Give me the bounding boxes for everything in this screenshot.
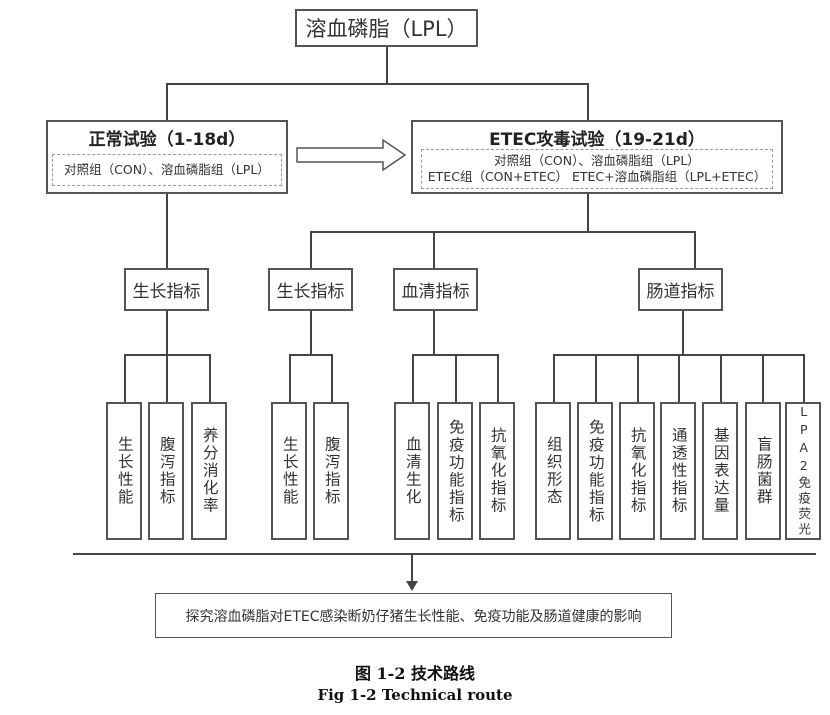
leaf-label: 腹泻指标 [157,436,176,506]
leaf-label: 抗氧化指标 [488,427,507,515]
stage-normal-trial: 正常试验（1-18d） 对照组（CON）、溶血磷脂组（LPL） [46,120,288,194]
leaf-node: 基因表达量 [702,402,738,540]
leaf-node: 腹泻指标 [148,402,184,540]
group-text: ETEC组（CON+ETEC） ETEC+溶血磷脂组（LPL+ETEC） [427,169,767,184]
connector [124,354,126,403]
leaf-node: 组织形态 [535,402,571,540]
connector [433,231,435,268]
connector [433,311,435,355]
connector [412,354,414,403]
category-serum: 血清指标 [393,268,478,311]
connector [682,311,684,355]
category-growth-challenge: 生长指标 [268,268,353,311]
stage-groups: 对照组（CON）、溶血磷脂组（LPL） ETEC组（CON+ETEC） ETEC… [421,149,773,189]
stage-title: 正常试验（1-18d） [88,130,246,150]
leaf-label: 抗氧化指标 [628,427,647,515]
category-label: 生长指标 [132,282,201,302]
connector [553,354,555,403]
leaf-node: 生长性能 [271,402,307,540]
leaf-node: 免疫功能指标 [577,402,613,540]
leaf-label: 血清生化 [403,436,422,506]
connector [587,194,589,232]
group-text: 对照组（CON）、溶血磷脂组（LPL） [64,162,270,177]
category-label: 肠道指标 [646,282,715,302]
goal-box: 探究溶血磷脂对ETEC感染断奶仔猪生长性能、免疫功能及肠道健康的影响 [155,593,672,638]
connector [694,231,696,268]
leaf-node: 血清生化 [394,402,430,540]
leaf-label: 组织形态 [544,436,563,506]
connector [595,354,597,403]
leaf-label: 免疫功能指标 [586,418,605,524]
leaf-node: 盲肠菌群 [745,402,781,540]
connector [803,354,805,403]
connector [386,47,388,84]
leaf-node: LPA2免疫荧光 [785,402,821,540]
leaf-label: 盲肠菌群 [754,436,773,506]
connector [310,231,312,268]
leaf-label: 通透性指标 [669,427,688,515]
leaf-node: 抗氧化指标 [479,402,515,540]
connector [497,354,499,403]
arrow-down-icon [406,581,418,591]
leaf-node: 养分消化率 [191,402,227,540]
connector [166,83,168,120]
category-label: 血清指标 [401,282,470,302]
connector [289,354,332,356]
connector [166,311,168,355]
leaf-node: 抗氧化指标 [619,402,655,540]
group-text: 对照组（CON）、溶血磷脂组（LPL） [494,153,700,168]
caption-en: Fig 1-2 Technical route [317,686,513,704]
connector [166,83,588,85]
connector [310,231,695,233]
stage-etec-challenge: ETEC攻毒试验（19-21d） 对照组（CON）、溶血磷脂组（LPL） ETE… [411,120,783,194]
leaf-label: 基因表达量 [711,427,730,515]
leaf-node: 腹泻指标 [313,402,349,540]
root-node: 溶血磷脂（LPL） [295,9,478,47]
leaf-label: 养分消化率 [200,427,219,515]
stage-groups: 对照组（CON）、溶血磷脂组（LPL） [52,154,282,186]
connector [637,354,639,403]
leaf-label: 免疫功能指标 [446,418,465,524]
connector [289,354,291,403]
stage-title: ETEC攻毒试验（19-21d） [489,130,705,150]
connector [310,311,312,355]
category-label: 生长指标 [276,282,345,302]
leaf-label: 生长性能 [280,436,299,506]
connector [762,354,764,403]
divider-line [73,553,816,555]
category-intestine: 肠道指标 [638,268,723,311]
connector [209,354,211,403]
goal-label: 探究溶血磷脂对ETEC感染断奶仔猪生长性能、免疫功能及肠道健康的影响 [185,608,642,625]
caption-cn: 图 1-2 技术路线 [354,664,476,683]
connector [411,554,413,584]
leaf-node: 生长性能 [106,402,142,540]
arrow-right-icon [296,138,407,172]
connector [166,354,168,403]
connector [331,354,333,403]
leaf-label: 生长性能 [115,436,134,506]
leaf-node: 免疫功能指标 [437,402,473,540]
leaf-label: LPA2免疫荧光 [796,404,812,538]
leaf-label: 腹泻指标 [322,436,341,506]
leaf-node: 通透性指标 [660,402,696,540]
category-growth-normal: 生长指标 [124,268,209,311]
root-label: 溶血磷脂（LPL） [305,17,468,41]
connector [587,83,589,120]
connector [166,194,168,268]
connector [678,354,680,403]
connector [720,354,722,403]
connector [455,354,457,403]
